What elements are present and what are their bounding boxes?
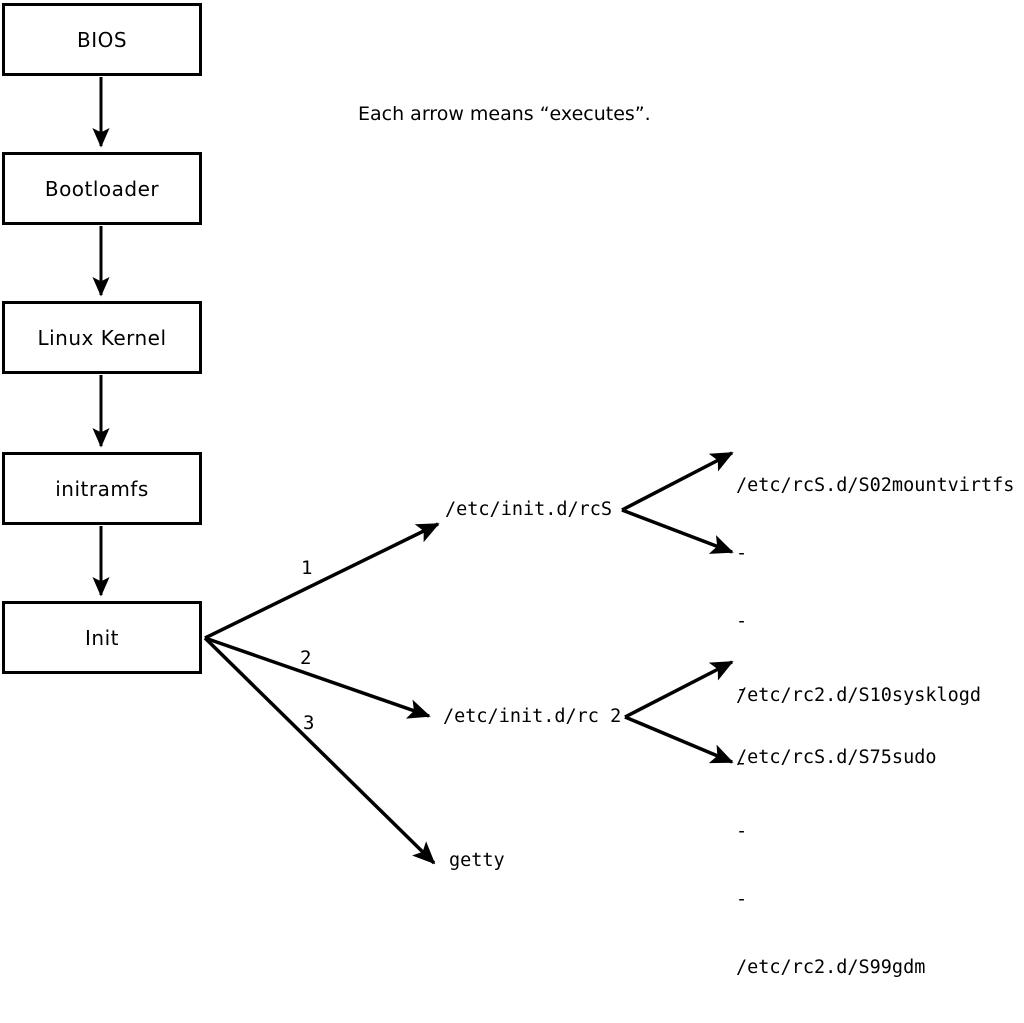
node-initramfs-label: initramfs	[55, 476, 149, 501]
rcs-script-ellipsis: -	[736, 679, 748, 700]
arrow-rc2-to-s99gdm	[624, 715, 734, 764]
node-bios: BIOS	[2, 3, 202, 76]
rc2-script-list: /etc/rc2.d/S10sysklogd - - - /etc/rc2.d/…	[736, 641, 981, 1023]
boot-sequence-diagram: Each arrow means “executes”. BIOS Bootlo…	[2, 3, 1014, 978]
node-bootloader: Bootloader	[2, 152, 202, 225]
node-linux-kernel: Linux Kernel	[2, 301, 202, 374]
arrow-rcs-to-s75sudo	[621, 508, 734, 554]
rcs-script-ellipsis: -	[736, 543, 748, 564]
node-bootloader-label: Bootloader	[44, 176, 160, 201]
node-linux-kernel-label: Linux Kernel	[37, 325, 167, 350]
rcs-script-list: /etc/rcS.d/S02mountvirtfs - - - /etc/rcS…	[736, 431, 1014, 813]
rc2-script-ellipsis: -	[736, 821, 748, 842]
arrow-init-to-rcs	[204, 522, 440, 640]
branch-3-number: 3	[303, 712, 315, 734]
rc2-script-item: /etc/rc2.d/S10sysklogd	[736, 685, 982, 706]
rcs-script-item: /etc/rcS.d/S02mountvirtfs	[736, 475, 1015, 496]
branch-1-number: 1	[301, 557, 313, 579]
legend-note: Each arrow means “executes”.	[358, 103, 651, 125]
rc2-script-ellipsis: -	[736, 889, 748, 910]
node-initramfs: initramfs	[2, 452, 202, 525]
branch-2-number: 2	[300, 647, 312, 669]
node-init: Init	[2, 601, 202, 674]
node-init-label: Init	[85, 625, 119, 650]
arrow-init-to-rc2	[204, 636, 431, 719]
node-getty: getty	[449, 850, 505, 871]
arrow-rcs-to-s02mountvirtfs	[621, 451, 734, 512]
node-etc-init-d-rcs: /etc/init.d/rcS	[445, 499, 613, 520]
rc2-script-item: /etc/rc2.d/S99gdm	[736, 957, 926, 978]
node-bios-label: BIOS	[76, 27, 128, 52]
rc2-script-ellipsis: -	[736, 753, 748, 774]
rcs-script-ellipsis: -	[736, 611, 748, 632]
node-etc-init-d-rc2: /etc/init.d/rc 2	[443, 706, 622, 727]
rcs-script-item: /etc/rcS.d/S75sudo	[736, 747, 937, 768]
arrow-rc2-to-s10sysklogd	[624, 660, 734, 719]
arrow-init-to-getty	[203, 636, 436, 865]
